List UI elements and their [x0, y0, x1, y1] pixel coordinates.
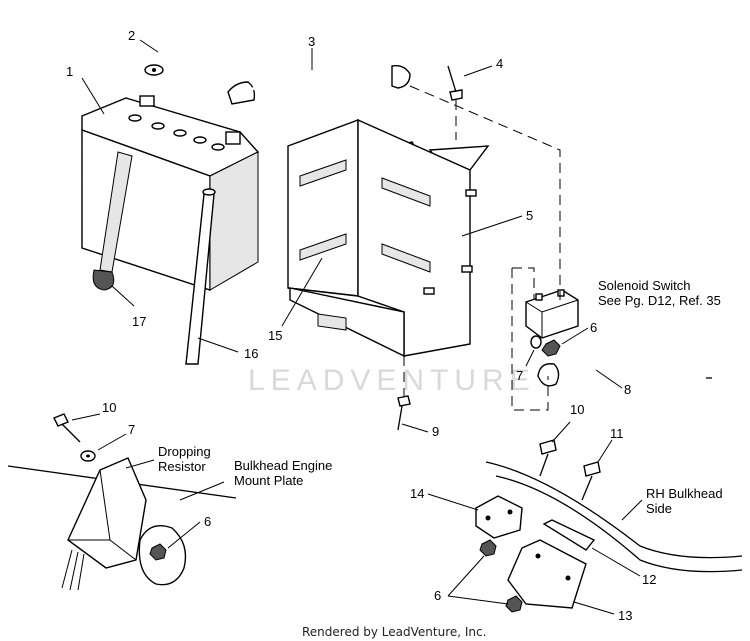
solenoid-note-line2: See Pg. D12, Ref. 35	[598, 293, 721, 308]
callouts: 1 2 3 4 5 6 7 8 9 17 16 15 10 7 6 10 11 …	[66, 28, 656, 623]
rh-bulkhead-detail	[475, 439, 743, 613]
notes: Solenoid Switch See Pg. D12, Ref. 35 Dro…	[158, 278, 723, 516]
battery	[81, 95, 260, 291]
rh-bulkhead-note-line1: RH Bulkhead	[646, 486, 723, 501]
dropping-resistor-detail	[7, 413, 237, 591]
footer-credit: Rendered by LeadVenture, Inc.	[302, 625, 486, 639]
bolt-4	[447, 65, 463, 101]
nut-6	[541, 339, 561, 357]
leader-lines	[71, 39, 643, 615]
callout-7-left: 7	[128, 422, 135, 437]
callout-11: 11	[610, 426, 624, 441]
callout-5: 5	[526, 208, 533, 223]
callout-3: 3	[308, 34, 315, 49]
callout-9: 9	[432, 424, 439, 439]
bolt-9	[397, 395, 411, 431]
callout-4: 4	[496, 56, 503, 71]
callout-13: 13	[618, 608, 632, 623]
callout-8: 8	[624, 382, 631, 397]
callout-1: 1	[66, 64, 73, 79]
callout-6-right: 6	[434, 588, 441, 603]
callout-17: 17	[132, 314, 146, 329]
callout-10-right: 10	[570, 402, 584, 417]
solenoid-cable	[537, 328, 641, 387]
rh-bulkhead-note-line2: Side	[646, 501, 672, 516]
callout-14: 14	[410, 486, 424, 501]
callout-2: 2	[128, 28, 135, 43]
washer-7	[530, 335, 542, 349]
callout-16: 16	[244, 346, 258, 361]
negative-cable	[144, 39, 205, 76]
resistor-note-line2: Resistor	[158, 459, 206, 474]
watermark: LEADVENTURE	[248, 364, 536, 397]
callout-7-solenoid: 7	[516, 368, 523, 383]
solenoid-note-line1: Solenoid Switch	[598, 278, 691, 293]
assembly-lines	[403, 85, 561, 411]
callout-10-left: 10	[102, 400, 116, 415]
battery-box	[287, 118, 490, 358]
callout-6-left: 6	[204, 514, 211, 529]
callout-12: 12	[642, 572, 656, 587]
bulkhead-note-line2: Mount Plate	[234, 473, 303, 488]
callout-6-solenoid: 6	[590, 320, 597, 335]
callout-15: 15	[268, 328, 282, 343]
battery-cable	[227, 64, 411, 105]
solenoid-switch	[525, 289, 579, 339]
resistor-note-line1: Dropping	[158, 444, 211, 459]
bulkhead-note-line1: Bulkhead Engine	[234, 458, 332, 473]
